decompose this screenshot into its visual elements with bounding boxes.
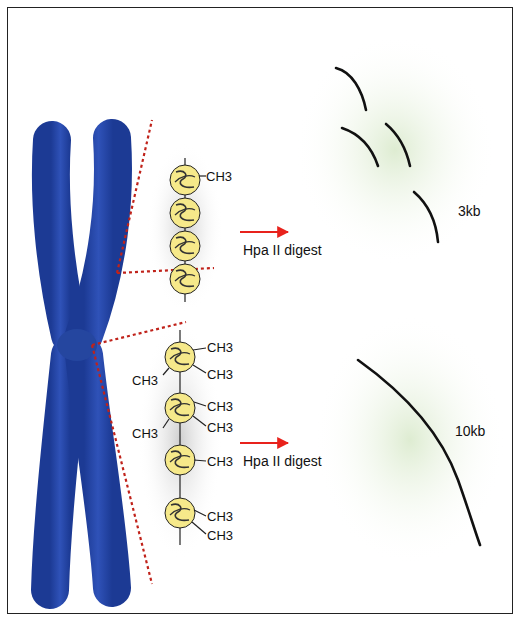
methyl-label: CH3 bbox=[207, 341, 233, 354]
methyl-label: CH3 bbox=[207, 455, 233, 468]
nucleosome-string bbox=[163, 330, 206, 545]
methyl-label: CH3 bbox=[207, 529, 233, 542]
dna-fragment bbox=[336, 68, 480, 545]
methyl-label: CH3 bbox=[207, 400, 233, 413]
shadow-glow bbox=[138, 320, 222, 560]
fragment-glow bbox=[315, 315, 505, 565]
methyl-label: CH3 bbox=[132, 427, 158, 440]
nucleosome-string bbox=[170, 158, 206, 302]
frame bbox=[8, 8, 513, 614]
methyl-label: CH3 bbox=[207, 510, 233, 523]
process-label: Hpa II digest bbox=[243, 243, 322, 257]
shadow-glow bbox=[147, 143, 223, 313]
fragment-glow bbox=[295, 35, 495, 265]
process-label: Hpa II digest bbox=[243, 454, 322, 468]
digest-arrow bbox=[240, 231, 288, 233]
methyl-label: CH3 bbox=[132, 374, 158, 387]
methyl-label: CH3 bbox=[206, 170, 232, 183]
chromosome bbox=[50, 138, 113, 590]
zoom-line bbox=[92, 120, 214, 584]
size-label: 10kb bbox=[455, 424, 485, 438]
digest-arrow bbox=[240, 442, 288, 444]
methyl-label: CH3 bbox=[207, 421, 233, 434]
size-label: 3kb bbox=[458, 204, 481, 218]
methyl-label: CH3 bbox=[207, 368, 233, 381]
